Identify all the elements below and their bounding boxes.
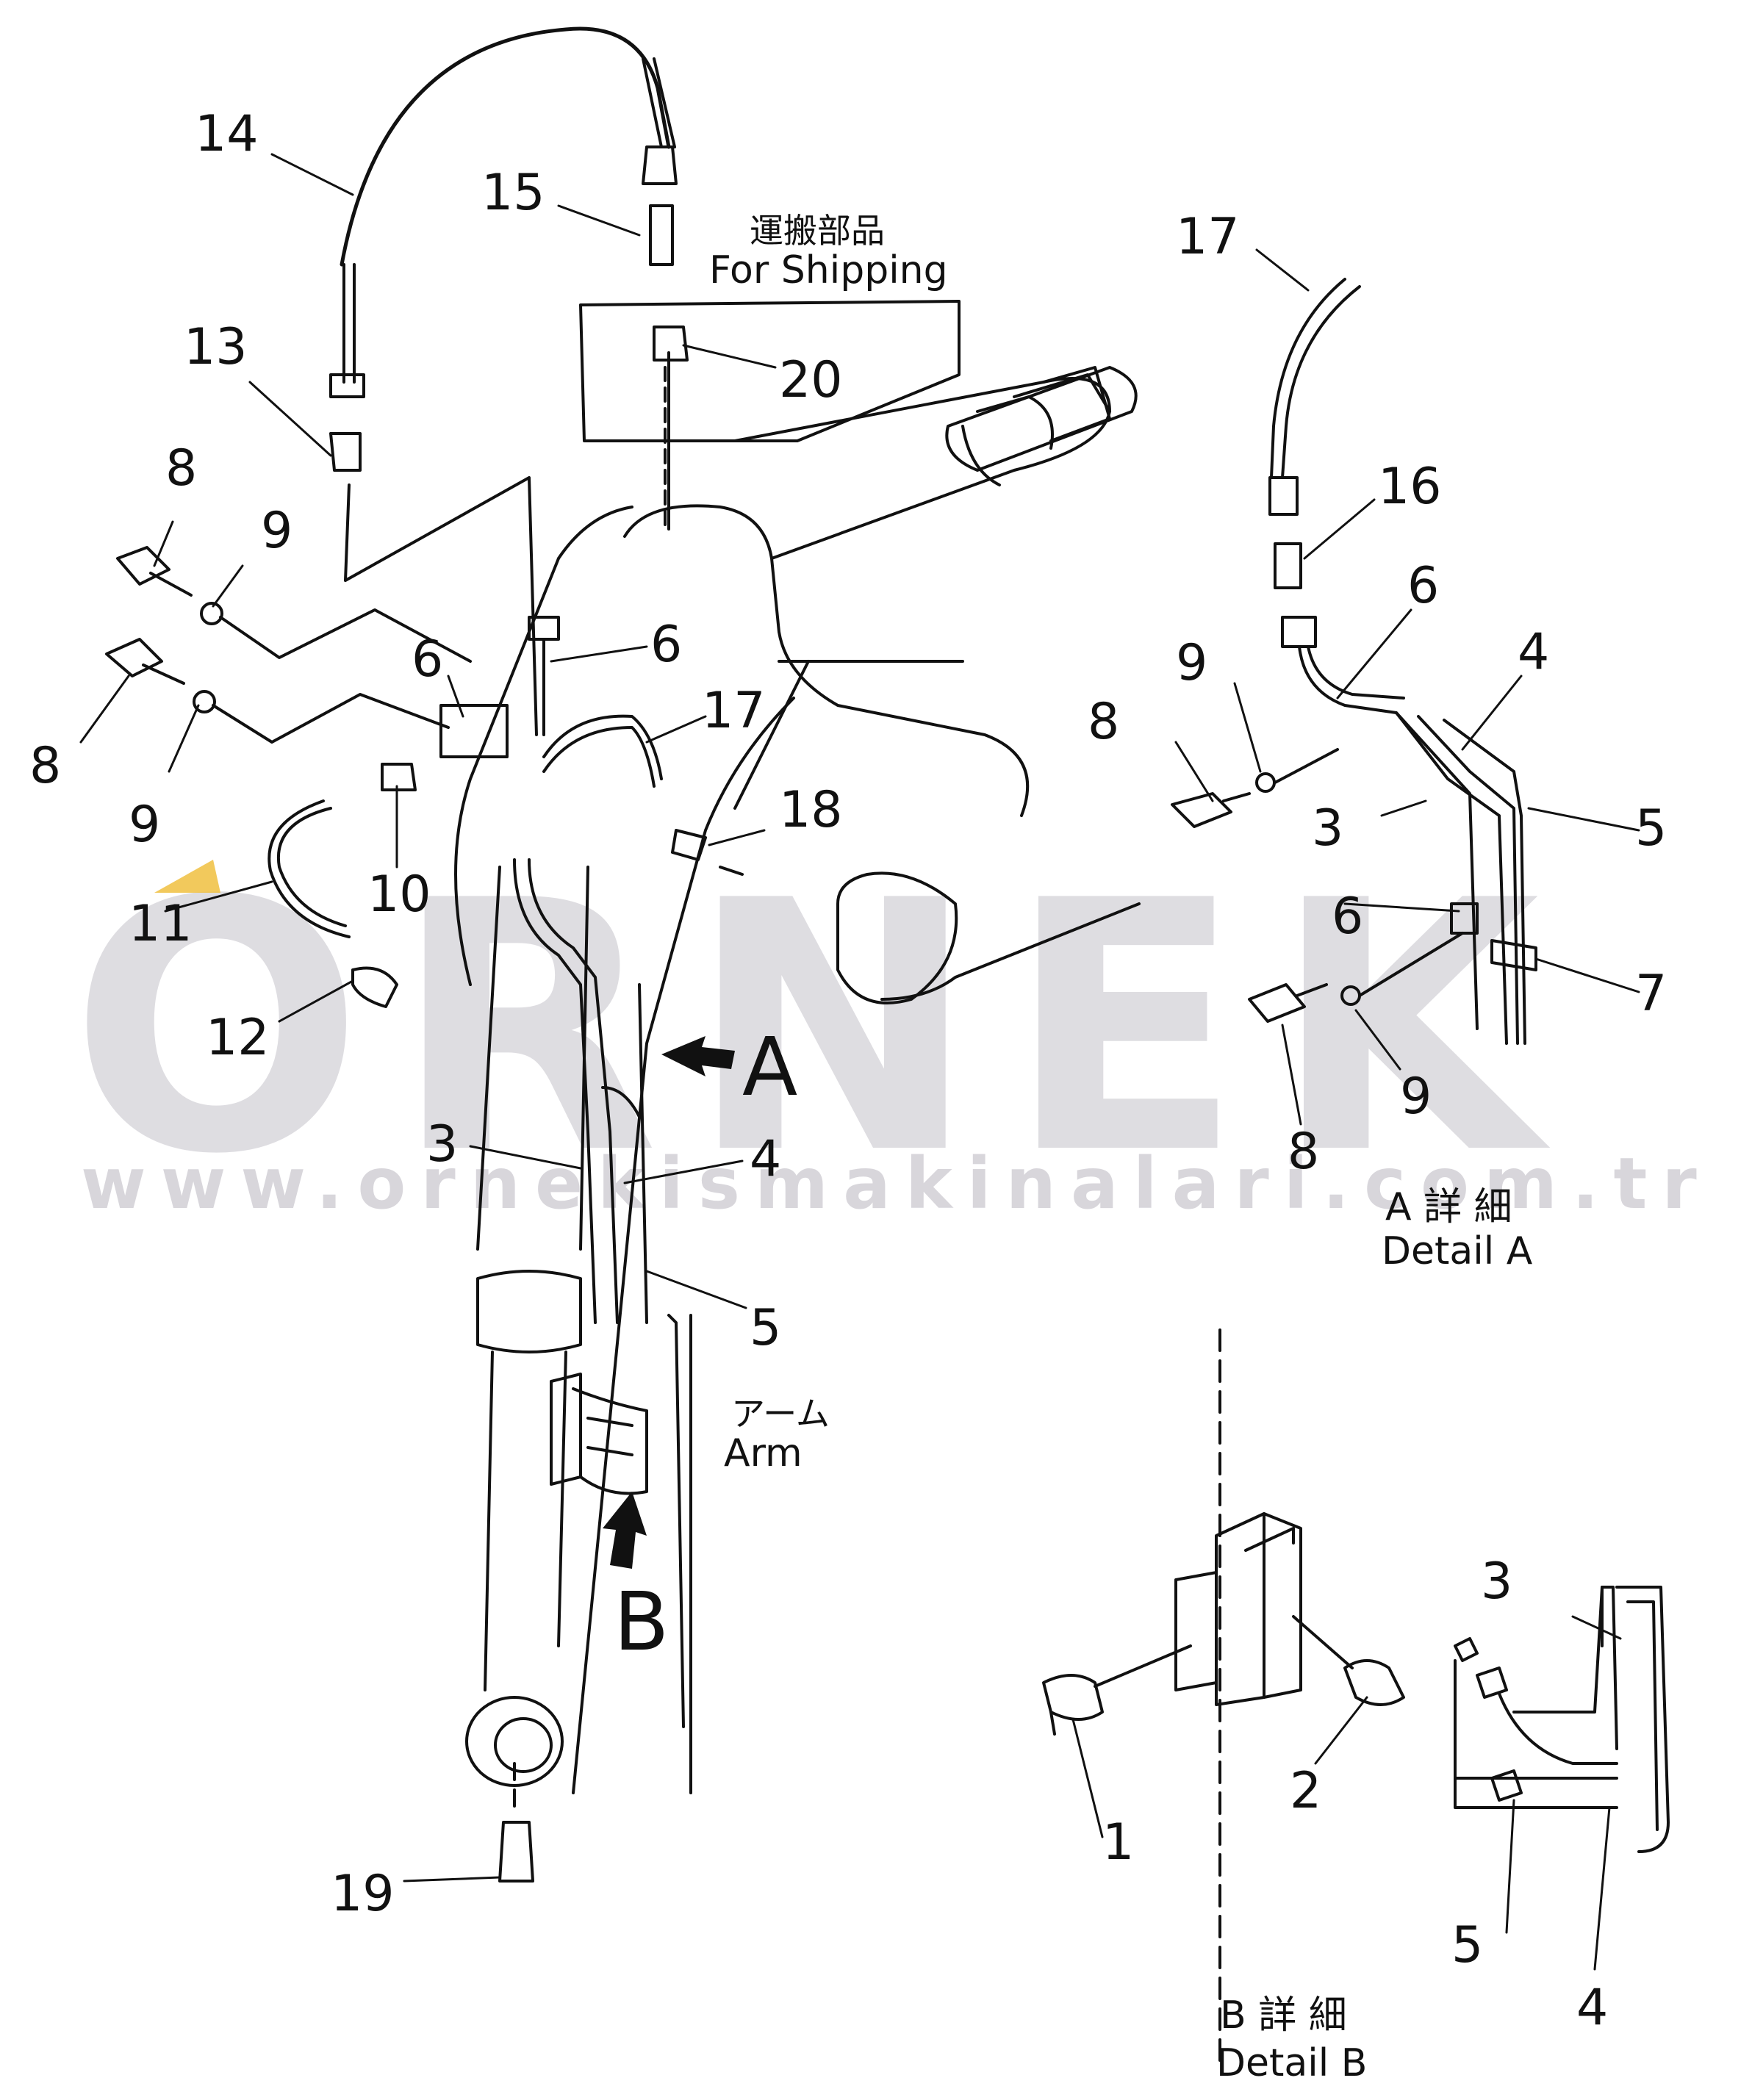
callout-8-a: 8 <box>165 439 197 497</box>
callout-8-b: 8 <box>29 737 61 795</box>
callout-9-b: 9 <box>129 796 160 854</box>
callout-12: 12 <box>206 1009 270 1067</box>
main-hoses <box>105 26 961 1883</box>
detail-a-callouts: 17 16 6 9 8 4 3 5 6 7 9 8 <box>1088 208 1667 1181</box>
arm-caption-jp: アーム <box>731 1394 830 1434</box>
callout-3: 3 <box>426 1115 458 1173</box>
arm-outline <box>454 377 1141 1794</box>
detail-b-drawing <box>1042 1328 1670 2066</box>
detail-a-callout-7: 7 <box>1635 965 1667 1023</box>
callout-17: 17 <box>702 682 766 740</box>
detail-a-callout-3: 3 <box>1312 799 1343 857</box>
leader-lines <box>79 153 1640 1971</box>
detail-b-callouts: 3 1 2 5 4 <box>1102 1553 1608 2037</box>
watermark-accent <box>154 860 220 893</box>
detail-a-drawing <box>1171 278 1537 1045</box>
watermark-url: www.ornekismakinalari.com.tr <box>81 1143 1712 1225</box>
shipping-caption-en: For Shipping <box>709 248 948 292</box>
captions: 運搬部品 For Shipping アーム Arm A 詳 細 Detail A… <box>614 211 1533 2085</box>
detail-a-callout-4: 4 <box>1518 623 1549 681</box>
main-callouts: 14 15 13 20 8 9 8 9 6 6 17 18 11 10 12 3… <box>29 105 843 1923</box>
view-label-a: A <box>742 1020 797 1114</box>
callout-20: 20 <box>779 351 843 409</box>
detail-b-callout-2: 2 <box>1290 1762 1321 1820</box>
callout-4: 4 <box>750 1130 781 1188</box>
boom-cylinder <box>945 366 1138 472</box>
detail-b-callout-4: 4 <box>1576 1979 1608 2037</box>
detail-b-callout-3: 3 <box>1481 1553 1512 1611</box>
detail-a-caption-jp: A 詳 細 <box>1385 1185 1512 1229</box>
detail-a-callout-5: 5 <box>1635 799 1667 857</box>
callout-9-a: 9 <box>261 502 292 560</box>
detail-a-callout-6-b: 6 <box>1332 888 1363 946</box>
callout-13: 13 <box>184 318 248 376</box>
detail-b-caption-en: Detail B <box>1216 2041 1367 2085</box>
callout-6-a: 6 <box>412 630 443 688</box>
arm-caption-en: Arm <box>724 1431 803 1475</box>
view-label-b: B <box>614 1575 669 1669</box>
detail-a-callout-17: 17 <box>1176 208 1240 266</box>
detail-b-caption-jp: B 詳 細 <box>1220 1993 1347 2038</box>
callout-18: 18 <box>779 781 843 839</box>
callout-6-b: 6 <box>650 616 682 674</box>
detail-b-callout-1: 1 <box>1102 1813 1134 1871</box>
detail-b-callout-5: 5 <box>1451 1916 1483 1974</box>
shipping-caption-jp: 運搬部品 <box>750 211 885 251</box>
detail-a-callout-6-a: 6 <box>1407 557 1439 615</box>
view-arrows <box>603 1036 735 1569</box>
callout-5: 5 <box>750 1299 781 1357</box>
callout-11: 11 <box>129 895 193 953</box>
callout-14: 14 <box>195 105 259 163</box>
bucket-cylinder <box>465 866 589 1809</box>
callout-19: 19 <box>331 1865 395 1923</box>
detail-a-callout-9-a: 9 <box>1176 634 1207 692</box>
detail-a-callout-9-b: 9 <box>1400 1068 1432 1126</box>
detail-a-caption-en: Detail A <box>1382 1229 1533 1273</box>
callout-15: 15 <box>481 164 545 222</box>
callout-10: 10 <box>367 866 431 924</box>
detail-a-callout-16: 16 <box>1378 458 1442 516</box>
detail-a-callout-8-a: 8 <box>1088 693 1119 751</box>
detail-a-callout-8-b: 8 <box>1288 1123 1319 1181</box>
